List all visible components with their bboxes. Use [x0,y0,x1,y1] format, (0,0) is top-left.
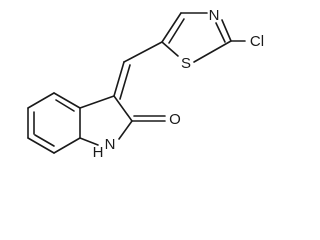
benzene-ring [27,92,81,154]
bond-c7-c6 [27,137,55,154]
molecule-structure-diagram: N S Cl O HN [27,7,264,161]
bond-c3-c2 [113,95,133,122]
atom-label-cl: Cl [250,33,264,50]
bond-s1-c5 [161,41,179,57]
bond-c2-n1 [118,120,133,140]
atom-label-n-thiazole: N [209,7,220,24]
bond-c5-c4-thiazole-double [168,18,185,44]
bond-inner-c7-c6 [34,134,55,147]
atom-label-s-thiazole: S [181,55,191,72]
bond-inner-c4-c3a [55,99,75,112]
atom-label-o: O [169,111,181,128]
atom-label-nh-n: N [105,136,116,153]
bond-c5-c4 [27,92,55,109]
bond-c5-c4-thiazole [161,12,182,43]
bond-n1-c7a [79,137,99,146]
bond-c4-c3a [53,92,81,109]
lactam-ring [79,95,166,146]
methylidene-linker [113,41,163,100]
bond-c2-s1 [193,40,232,63]
bond-n3-c2 [221,19,232,42]
bond-c3-ch [113,61,125,97]
bond-ch-c5thiazole [123,41,163,63]
bond-c3-ch-double [119,64,131,100]
atom-label-nh-h: H [93,144,104,161]
bond-c7a-c7 [53,137,81,154]
bond-c3a-c3 [79,95,115,109]
thiazole-ring [161,12,246,63]
atom-label-nh: HN [93,136,116,161]
bond-n3-c2-double [215,22,226,43]
